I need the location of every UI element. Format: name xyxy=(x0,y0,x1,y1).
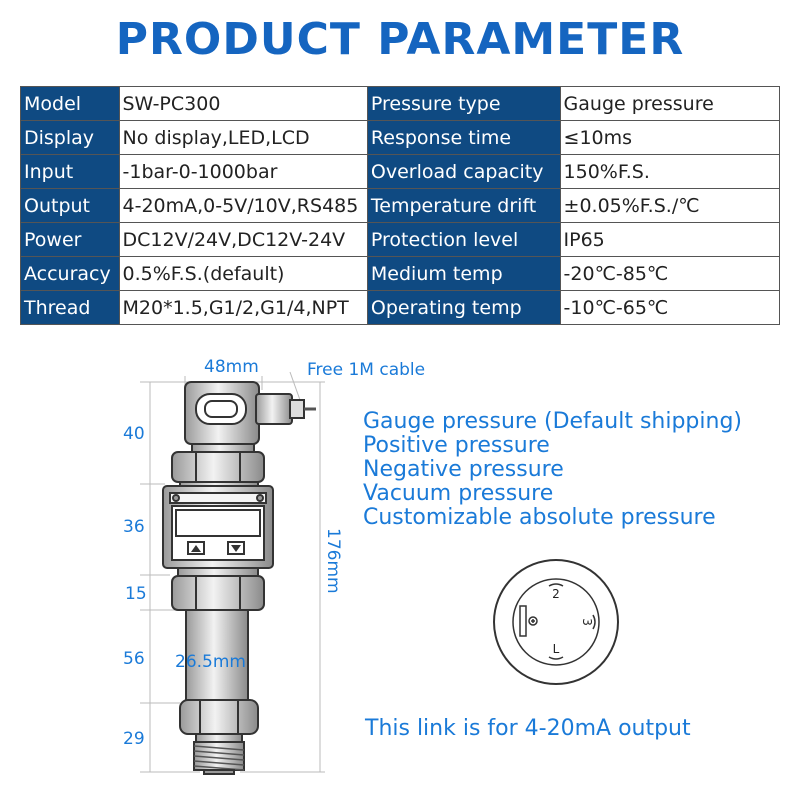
spec-value: M20*1.5,G1/2,G1/4,NPT xyxy=(118,290,368,325)
thread-fitting xyxy=(179,699,259,775)
lower-hex-nut xyxy=(171,575,265,611)
pressure-type-item: Customizable absolute pressure xyxy=(363,505,716,530)
spec-label: Input xyxy=(20,154,120,189)
spec-value: 150%F.S. xyxy=(559,154,781,189)
pin-label: 3 xyxy=(580,618,594,626)
spec-label: Temperature drift xyxy=(366,188,561,223)
spec-value: SW-PC300 xyxy=(118,86,368,121)
segment-label: 36 xyxy=(123,517,145,537)
spec-value: -10℃-65℃ xyxy=(559,290,781,325)
dimension-lines xyxy=(140,371,325,773)
upper-hex-nut xyxy=(171,443,265,489)
spec-label: Power xyxy=(20,222,120,257)
connector-pin-diagram xyxy=(493,559,619,685)
pressure-type-list: Gauge pressure (Default shipping) Positi… xyxy=(363,410,742,530)
spec-value: ≤10ms xyxy=(559,120,781,155)
spec-value: 4-20mA,0-5V/10V,RS485 xyxy=(118,188,368,223)
spec-label: Overload capacity xyxy=(366,154,561,189)
segment-label: 15 xyxy=(125,584,147,604)
link-note: This link is for 4-20mA output xyxy=(365,716,691,741)
spec-label: Output xyxy=(20,188,120,223)
cable-connector xyxy=(184,381,316,445)
spec-label: Protection level xyxy=(366,222,561,257)
height-dimension-label: 176mm xyxy=(323,528,343,594)
spec-value: -1bar-0-1000bar xyxy=(118,154,368,189)
spec-label: Display xyxy=(20,120,120,155)
spec-value: -20℃-85℃ xyxy=(559,256,781,291)
spec-label: Thread xyxy=(20,290,120,325)
spec-label: Model xyxy=(20,86,120,121)
pressure-type-item: Vacuum pressure xyxy=(363,481,554,506)
diameter-dimension-label: 26.5mm xyxy=(175,652,246,672)
width-dimension-label: 48mm xyxy=(204,357,259,377)
cable-label: Free 1M cable xyxy=(307,360,425,380)
display-housing xyxy=(162,485,274,577)
spec-label: Accuracy xyxy=(20,256,120,291)
pin-label: 2 xyxy=(552,587,560,601)
pressure-type-item: Positive pressure xyxy=(363,433,550,458)
segment-label: 29 xyxy=(123,729,145,749)
spec-label: Pressure type xyxy=(366,86,561,121)
spec-value: No display,LED,LCD xyxy=(118,120,368,155)
pin-label: L xyxy=(553,642,560,656)
spec-label: Operating temp xyxy=(366,290,561,325)
pressure-type-item: Negative pressure xyxy=(363,457,564,482)
segment-label: 56 xyxy=(123,649,145,669)
spec-value: DC12V/24V,DC12V-24V xyxy=(118,222,368,257)
spec-value: ±0.05%F.S./℃ xyxy=(559,188,781,223)
spec-value: Gauge pressure xyxy=(559,86,781,121)
pressure-type-item: Gauge pressure (Default shipping) xyxy=(363,409,742,434)
spec-label: Response time xyxy=(366,120,561,155)
segment-label: 40 xyxy=(123,424,145,444)
page-title: PRODUCT PARAMETER xyxy=(115,14,685,65)
